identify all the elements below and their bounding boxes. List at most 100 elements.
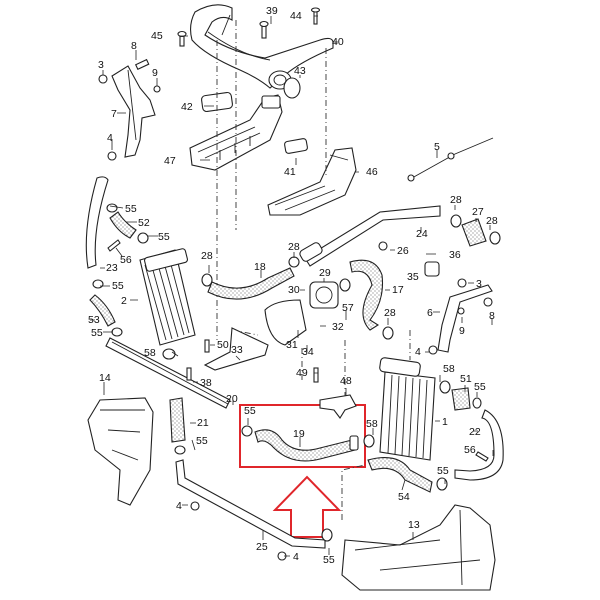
callout-49: 49 bbox=[296, 367, 308, 379]
callout-19: 19 bbox=[293, 428, 305, 440]
nut-4-b bbox=[428, 345, 438, 355]
callout-30: 30 bbox=[288, 284, 300, 296]
nut-3 bbox=[98, 74, 108, 84]
clamp-55-i bbox=[321, 528, 333, 542]
callout-3: 3 bbox=[476, 278, 482, 290]
clamp-55-b bbox=[137, 232, 149, 244]
callout-55: 55 bbox=[112, 280, 124, 292]
shield-14 bbox=[87, 397, 154, 506]
callout-4: 4 bbox=[176, 500, 182, 512]
callout-39: 39 bbox=[266, 5, 278, 17]
bolt-45 bbox=[177, 30, 187, 47]
callout-40: 40 bbox=[332, 36, 344, 48]
hose-21 bbox=[169, 397, 186, 443]
bolt-50 bbox=[204, 339, 210, 353]
callout-20: 20 bbox=[226, 393, 238, 405]
callout-25: 25 bbox=[256, 541, 268, 553]
callout-8: 8 bbox=[131, 40, 137, 52]
callout-41: 41 bbox=[284, 166, 296, 178]
clamp-58-c bbox=[363, 434, 375, 448]
bolt-56-b bbox=[475, 451, 489, 462]
callout-26: 26 bbox=[397, 245, 409, 257]
nut-4 bbox=[107, 151, 117, 161]
clip-9 bbox=[153, 85, 161, 93]
callout-44: 44 bbox=[290, 10, 302, 22]
callout-55: 55 bbox=[437, 465, 449, 477]
callout-46: 46 bbox=[366, 166, 378, 178]
pipe-22 bbox=[454, 409, 504, 481]
callout-47: 47 bbox=[164, 155, 176, 167]
callout-21: 21 bbox=[197, 417, 209, 429]
hose-17 bbox=[349, 259, 384, 331]
o-ring-43 bbox=[283, 77, 301, 99]
clamp-28-b bbox=[288, 256, 300, 268]
callout-52: 52 bbox=[138, 217, 150, 229]
callout-56: 56 bbox=[120, 254, 132, 266]
callout-28: 28 bbox=[288, 241, 300, 253]
clamp-28-a bbox=[201, 273, 213, 287]
callout-22: 22 bbox=[469, 426, 481, 438]
callout-9: 9 bbox=[459, 325, 465, 337]
callout-51: 51 bbox=[460, 373, 472, 385]
clamp-55-a bbox=[106, 203, 118, 213]
callout-18: 18 bbox=[254, 261, 266, 273]
hose-19 bbox=[254, 429, 359, 462]
clamp-58-b bbox=[439, 380, 451, 394]
callout-4: 4 bbox=[293, 551, 299, 563]
nut-4-c bbox=[190, 501, 200, 511]
callout-55: 55 bbox=[125, 203, 137, 215]
callout-53: 53 bbox=[88, 314, 100, 326]
nut-3-b bbox=[457, 278, 467, 288]
callout-28: 28 bbox=[384, 307, 396, 319]
callout-55: 55 bbox=[91, 327, 103, 339]
callout-4: 4 bbox=[415, 346, 421, 358]
callout-6: 6 bbox=[427, 307, 433, 319]
sensor-35 bbox=[424, 261, 440, 277]
callout-58: 58 bbox=[144, 347, 156, 359]
callout-35: 35 bbox=[407, 271, 419, 283]
callout-28: 28 bbox=[201, 250, 213, 262]
pipe-20 bbox=[105, 337, 231, 409]
gasket-41 bbox=[284, 138, 308, 154]
callout-38: 38 bbox=[200, 377, 212, 389]
callout-23: 23 bbox=[106, 262, 118, 274]
callout-17: 17 bbox=[392, 284, 404, 296]
bolt-44 bbox=[310, 7, 321, 25]
highlight-box bbox=[239, 404, 366, 468]
callout-55: 55 bbox=[244, 405, 256, 417]
clamp-55-c bbox=[92, 279, 104, 289]
callout-8: 8 bbox=[489, 310, 495, 322]
callout-42: 42 bbox=[181, 101, 193, 113]
callout-14: 14 bbox=[99, 372, 111, 384]
clamp-55-d bbox=[111, 327, 123, 337]
hose-18 bbox=[207, 267, 295, 300]
hose-52 bbox=[109, 211, 137, 239]
bolt-56-a bbox=[107, 239, 121, 252]
hose-53 bbox=[89, 294, 116, 327]
callout-2: 2 bbox=[121, 295, 127, 307]
flange-46 bbox=[267, 147, 357, 216]
callout-7: 7 bbox=[111, 108, 117, 120]
callout-34: 34 bbox=[302, 346, 314, 358]
bolt-26 bbox=[378, 241, 388, 251]
callout-13: 13 bbox=[408, 519, 420, 531]
callout-58: 58 bbox=[443, 363, 455, 375]
callout-28: 28 bbox=[486, 215, 498, 227]
clamp-57 bbox=[339, 278, 351, 292]
callout-5: 5 bbox=[434, 141, 440, 153]
callout-55: 55 bbox=[474, 381, 486, 393]
clamp-55-f bbox=[241, 425, 253, 437]
bracket-6 bbox=[437, 284, 493, 353]
callout-24: 24 bbox=[416, 228, 428, 240]
clamp-28-c bbox=[450, 214, 462, 228]
clamp-58-a bbox=[162, 348, 176, 360]
intercooler-right-1 bbox=[379, 357, 436, 461]
pipe-24 bbox=[299, 205, 441, 267]
callout-29: 29 bbox=[319, 267, 331, 279]
bolt-38 bbox=[186, 367, 192, 381]
hose-54 bbox=[367, 457, 433, 493]
pipe-23 bbox=[85, 176, 109, 269]
bolt-49 bbox=[313, 367, 319, 383]
